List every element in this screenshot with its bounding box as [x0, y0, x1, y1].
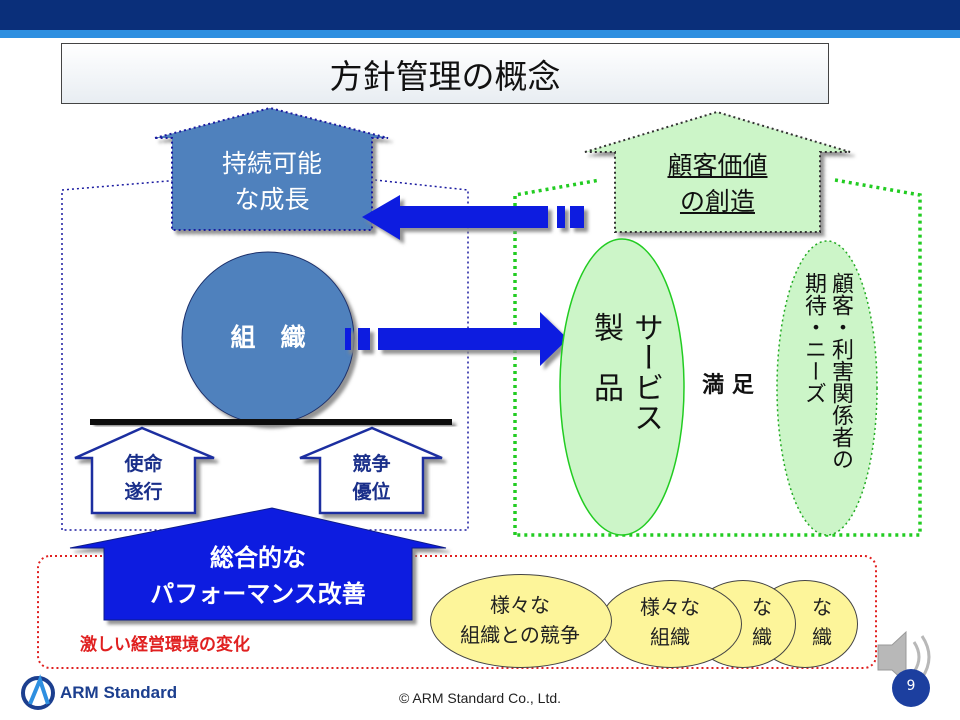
- expectations-ellipse: [776, 240, 878, 536]
- environment-label: 激しい経営環境の変化: [80, 635, 250, 655]
- value-arrow-shape: [584, 110, 851, 233]
- performance-arrow: [69, 507, 447, 621]
- expectations-label: 顧客・利害関係者の 期待・ニーズ: [801, 272, 853, 470]
- header-accent-line: [0, 30, 960, 38]
- page-number: 9: [906, 678, 916, 694]
- left-house-outline: [61, 179, 181, 530]
- feedback-arrow: [362, 195, 584, 240]
- competitive-arrow: [299, 426, 443, 515]
- growth-arrow-shape: [154, 106, 389, 231]
- right-house-outline: [513, 178, 601, 535]
- competitive-label: 競争 優位: [352, 453, 391, 503]
- header-bar: [0, 0, 960, 30]
- org-ellipse-3-text: な織: [752, 595, 772, 649]
- environment-box: [37, 555, 877, 669]
- mission-label: 使命 遂行: [124, 453, 163, 503]
- competition-ellipse: [430, 574, 612, 668]
- delivery-arrow: [345, 312, 568, 366]
- products-ellipse: [559, 238, 685, 536]
- right-house-outline-right: [515, 178, 922, 537]
- org-ellipse-4-text: な織: [812, 595, 832, 649]
- mission-arrow: [74, 426, 215, 515]
- competition-ellipse-text: 様々な組織との競争: [460, 593, 580, 647]
- satisfaction-label: 満 足: [702, 373, 754, 398]
- growth-label: 持続可能 な成長: [221, 149, 322, 214]
- logo-icon: [21, 674, 55, 710]
- copyright: © ARM Standard Co., Ltd.: [398, 690, 562, 706]
- slide-title: 方針管理の概念: [61, 43, 829, 104]
- performance-label: 総合的な パフォーマンス改善: [150, 544, 366, 608]
- page-badge: [892, 669, 930, 707]
- org-ellipse-2: [600, 580, 742, 668]
- products-label: サービス 製 品: [588, 312, 663, 432]
- organization-label: 組 織: [230, 323, 306, 352]
- value-creation-label: 顧客価値 の創造: [667, 151, 768, 216]
- org-ellipse-2-text: 様々な組織: [640, 595, 700, 649]
- company-logo-text: ARM Standard: [60, 683, 178, 702]
- balance-bar: [90, 419, 452, 425]
